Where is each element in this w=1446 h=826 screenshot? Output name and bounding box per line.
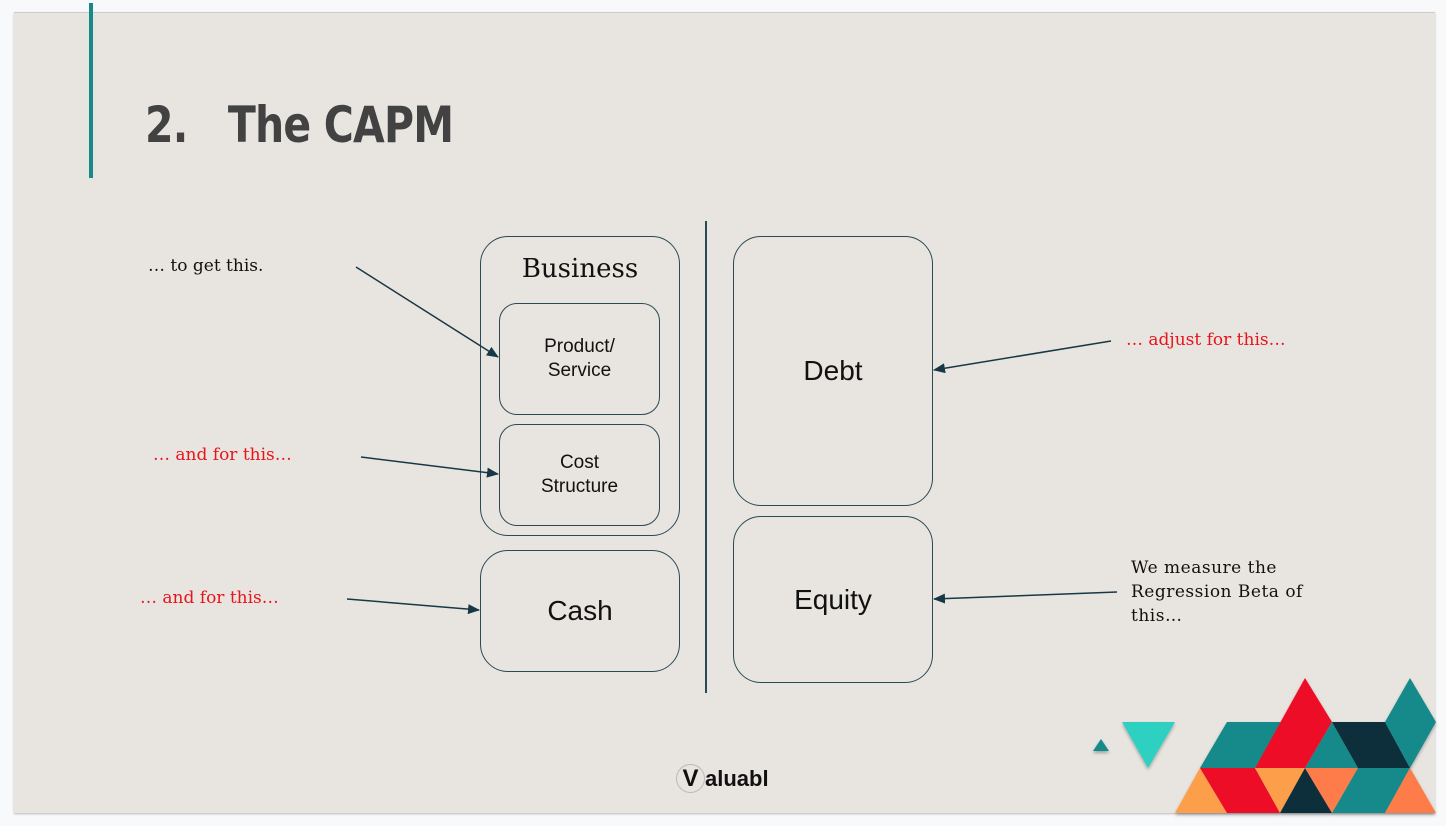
aqua-down-triangle [1122, 722, 1175, 768]
debt-box: Debt [733, 236, 933, 506]
teal-diamond [1385, 678, 1436, 768]
cost-structure-line-2: Structure [540, 476, 619, 497]
arrow-to-cash [346, 598, 480, 615]
logo-text: aluabl [705, 765, 769, 791]
orange-down-triangle [1255, 768, 1305, 813]
red-parallelogram-bottom [1200, 768, 1280, 813]
balance-sheet-divider [705, 221, 707, 693]
cost-structure-line-1: Cost [559, 452, 600, 473]
product-service-line-2: Service [547, 360, 612, 381]
arrow-to-product-service [355, 266, 499, 358]
coral-down-triangle [1305, 768, 1358, 813]
valuabl-logo: V aluabl [676, 764, 769, 793]
slide-title: 2. The CAPM [145, 96, 454, 154]
arrow-to-equity [933, 591, 1118, 604]
debt-label: Debt [803, 355, 863, 386]
slide [14, 12, 1435, 813]
navy-triangle [1280, 768, 1332, 813]
product-service-box: Product/ Service [499, 303, 660, 415]
business-label: Business [521, 254, 639, 284]
small-teal-triangle [1093, 739, 1109, 751]
teal-parallelogram-bottom [1332, 768, 1410, 813]
teal-triangle-mid [1305, 722, 1358, 768]
note-and-for-this-cash: … and for this… [140, 588, 279, 608]
orange-triangle-left [1175, 768, 1227, 813]
note-regression-beta: We measure the Regression Beta of this… [1131, 558, 1303, 626]
cash-label: Cash [547, 595, 613, 626]
arrow-to-cost-structure [360, 456, 499, 478]
equity-box: Equity [733, 516, 933, 683]
title-accent-bar [89, 3, 93, 178]
arrow-to-debt [933, 340, 1112, 374]
coral-triangle-right [1385, 768, 1436, 813]
note-and-for-this-cost: … and for this… [153, 445, 292, 465]
navy-parallelogram [1332, 722, 1410, 768]
business-box [480, 236, 680, 536]
note-adjust-for-this: … adjust for this… [1126, 330, 1286, 350]
cash-box: Cash [480, 550, 680, 672]
cost-structure-box: Cost Structure [499, 424, 660, 526]
note-to-get-this: … to get this. [148, 256, 264, 276]
red-parallelogram-top [1255, 678, 1332, 768]
product-service-line-1: Product/ [544, 336, 615, 357]
equity-label: Equity [794, 583, 872, 615]
logo-mark: V [676, 764, 705, 793]
